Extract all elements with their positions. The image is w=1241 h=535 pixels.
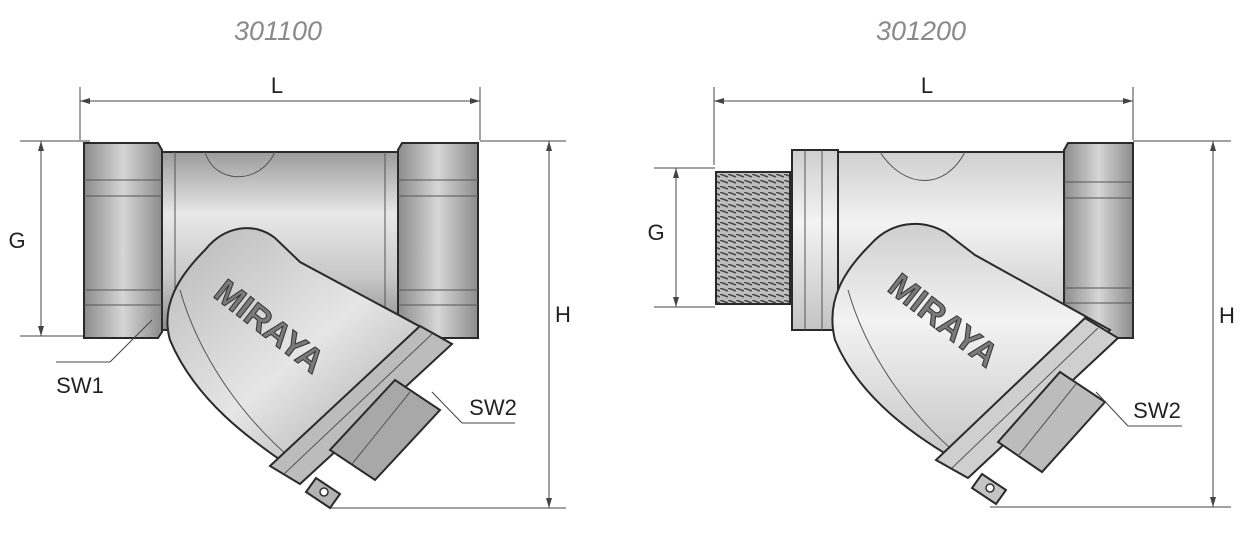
right-length-dimension: L — [713, 73, 1134, 165]
left-thread-label: G — [8, 228, 25, 253]
right-length-label: L — [921, 73, 933, 98]
left-height-label: H — [555, 302, 571, 327]
right-model-title: 301200 — [876, 16, 966, 46]
left-sw1-callout: SW1 — [56, 319, 153, 398]
left-height-dimension: H — [330, 140, 571, 509]
left-diagram: 301100 L G H — [8, 16, 571, 510]
right-sw2-callout: SW2 — [1095, 391, 1182, 427]
right-thread-label: G — [647, 220, 664, 245]
left-thread-dimension: G — [8, 140, 90, 337]
left-valve-body: MIRAYA — [83, 142, 479, 510]
right-thread-dimension: G — [647, 167, 715, 308]
right-height-label: H — [1219, 303, 1235, 328]
left-length-label: L — [271, 73, 283, 98]
right-height-dimension: H — [990, 140, 1235, 508]
right-valve-body: MIRAYA — [715, 142, 1134, 506]
right-diagram: 301200 L G H — [647, 16, 1235, 508]
left-sw2-callout: SW2 — [431, 391, 517, 424]
left-model-title: 301100 — [234, 16, 322, 46]
left-length-dimension: L — [79, 73, 481, 140]
left-sw2-label: SW2 — [469, 395, 517, 420]
right-sw2-label: SW2 — [1133, 398, 1181, 423]
left-sw1-label: SW1 — [56, 373, 104, 398]
